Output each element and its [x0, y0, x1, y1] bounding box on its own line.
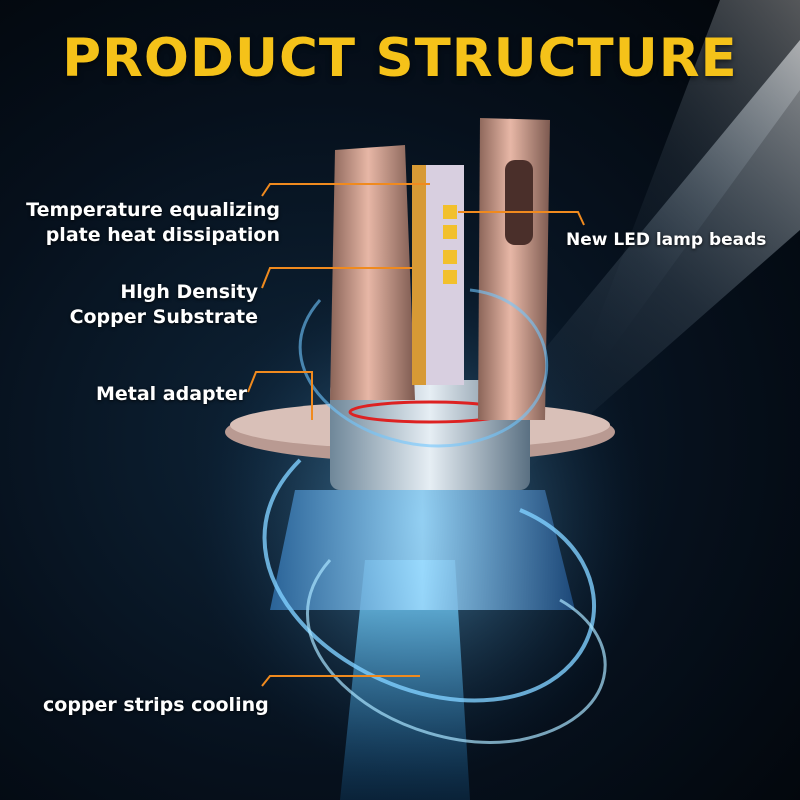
callout-temperature: Temperature equalizing plate heat dissip… [20, 198, 280, 248]
callout-line-copper [261, 675, 420, 687]
callout-line-adapter [247, 371, 313, 420]
callout-led: New LED lamp beads [566, 230, 767, 250]
copper-strip [340, 560, 470, 800]
led-chip [443, 225, 457, 239]
callout-copper-strips: copper strips cooling [43, 694, 269, 716]
led-chip [443, 205, 457, 219]
callout-temperature-line1: Temperature equalizing [26, 199, 280, 221]
callout-line-led [458, 211, 585, 226]
left-heat-plate [330, 145, 415, 400]
callout-temperature-line2: plate heat dissipation [45, 224, 280, 246]
led-chip [443, 250, 457, 264]
callout-density-line2: Copper Substrate [69, 306, 258, 328]
page-title: PRODUCT STRUCTURE [62, 28, 738, 89]
callout-adapter: Metal adapter [95, 383, 247, 405]
callout-density-line1: Hlgh Density [120, 281, 258, 303]
callout-line-density [261, 267, 412, 289]
led-chip [443, 270, 457, 284]
lamp-body [270, 490, 575, 610]
callout-line-temperature [261, 183, 430, 197]
callout-density: Hlgh Density Copper Substrate [40, 280, 258, 330]
